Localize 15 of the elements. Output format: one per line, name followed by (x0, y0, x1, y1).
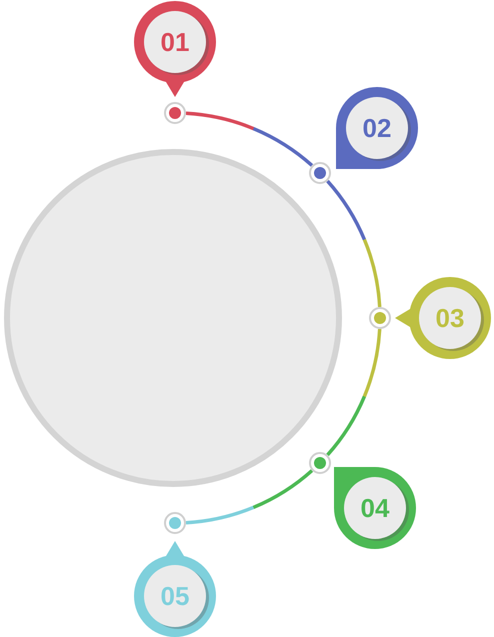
arc-dot (369, 307, 391, 329)
arc-dot (164, 102, 186, 124)
arc-dot (308, 162, 331, 184)
arc-line (326, 328, 382, 456)
arc-line (186, 469, 314, 524)
arc-line (326, 180, 382, 308)
step-number: 05 (160, 581, 190, 611)
step-number: 04 (360, 493, 390, 523)
step-number: 01 (160, 27, 190, 57)
step-number: 03 (434, 303, 466, 333)
step-number: 02 (362, 113, 392, 143)
arc-dot (164, 512, 186, 534)
arc-line (186, 112, 314, 167)
large-circle (3, 148, 343, 488)
arc-dot (308, 452, 331, 474)
